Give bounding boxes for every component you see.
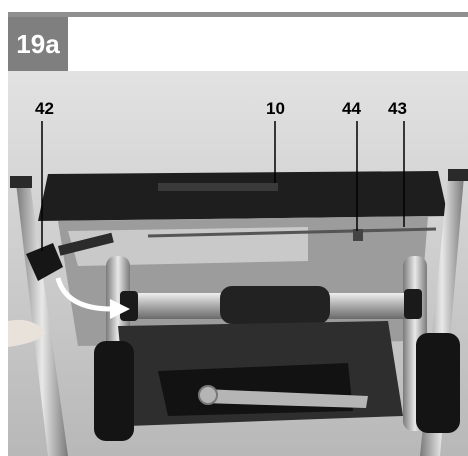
right-wheel bbox=[416, 333, 460, 433]
left-wheel bbox=[94, 341, 134, 441]
wrench-head bbox=[198, 385, 218, 405]
rotation-arrow-head bbox=[110, 299, 130, 319]
product-photo bbox=[8, 71, 468, 456]
callout-44: 44 bbox=[342, 99, 361, 118]
right-leg-cap bbox=[448, 169, 468, 181]
lever-arm bbox=[57, 232, 114, 256]
base-plate bbox=[158, 363, 353, 416]
rotation-arrow bbox=[55, 277, 113, 312]
handle-end-cap-right bbox=[404, 289, 422, 319]
left-leg bbox=[16, 183, 68, 456]
guide-rod bbox=[147, 227, 437, 238]
callout-42: 42 bbox=[35, 99, 54, 118]
rod-clamp bbox=[353, 229, 363, 241]
carry-handle-grip bbox=[220, 286, 330, 324]
inner-housing bbox=[68, 227, 308, 266]
hand bbox=[8, 319, 46, 347]
left-leg-cap bbox=[10, 176, 32, 188]
figure-number-badge: 19a bbox=[8, 17, 68, 71]
callout-10: 10 bbox=[266, 99, 285, 118]
wrench-tool bbox=[203, 389, 368, 408]
callout-43: 43 bbox=[388, 99, 407, 118]
lock-lever bbox=[26, 243, 63, 281]
table-top-slot bbox=[158, 183, 278, 191]
handle-end-cap-left bbox=[120, 291, 138, 321]
table-top bbox=[38, 171, 448, 221]
header-rule bbox=[8, 12, 468, 17]
